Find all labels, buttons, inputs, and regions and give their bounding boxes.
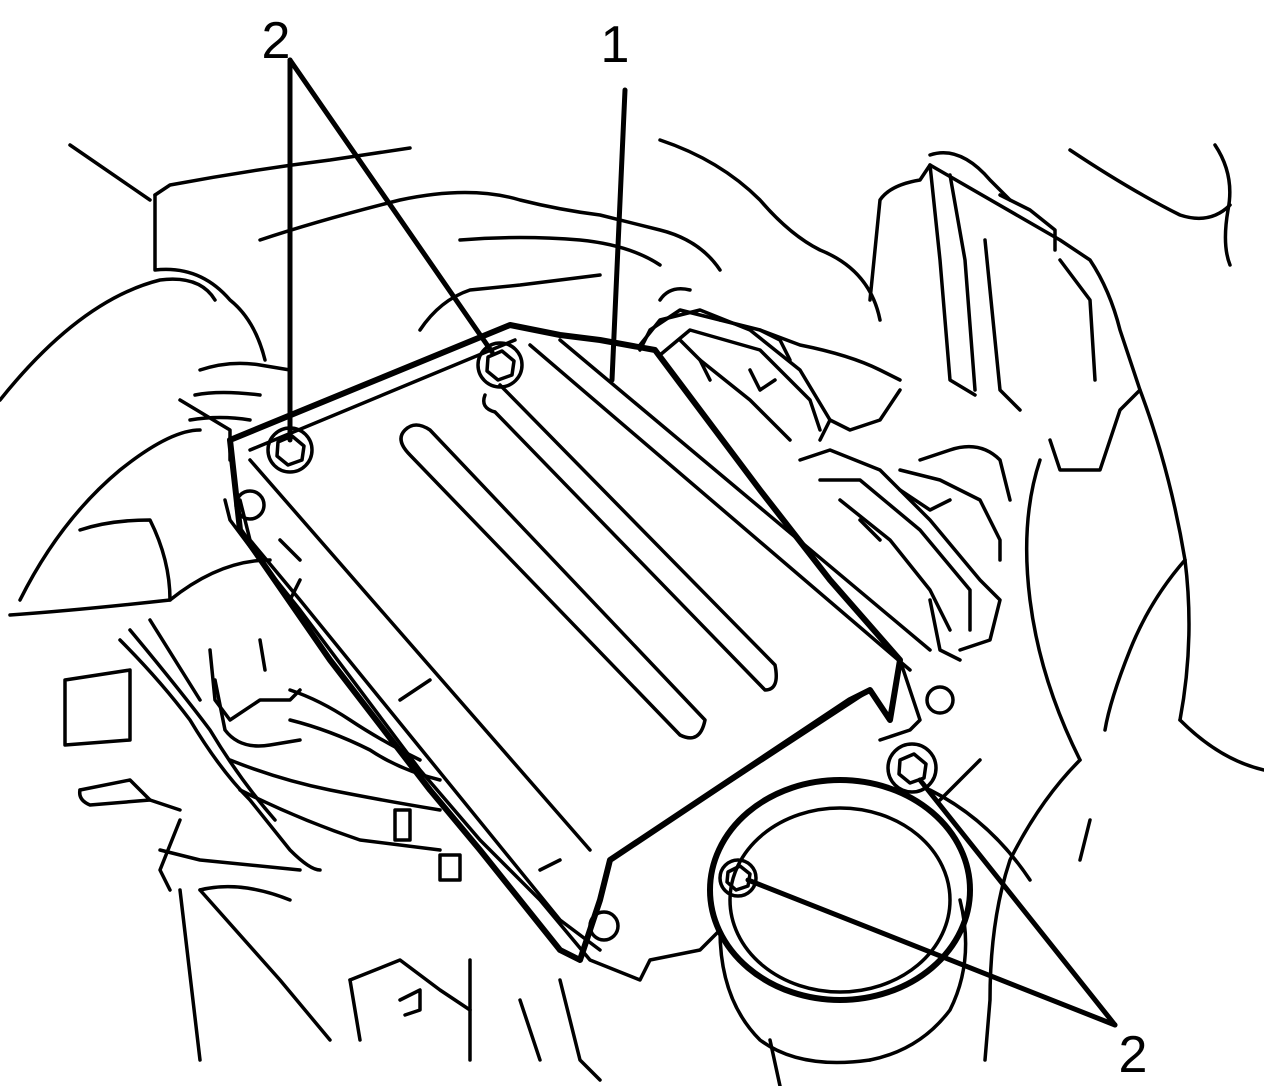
ecu-connector-lower — [798, 444, 1012, 662]
bolt-bottom-center — [718, 858, 758, 898]
ecu-connector-upper — [638, 308, 902, 442]
callout-label-part-2-top: 2 — [262, 12, 291, 70]
bolt-bottom-right — [886, 742, 938, 794]
surrounding-structure — [0, 138, 1264, 1062]
air-duct — [707, 758, 1032, 1086]
mounting-bracket-left — [178, 361, 955, 982]
callout-label-part-2-bottom: 2 — [1119, 1026, 1148, 1084]
wiring-harness-lower-left — [63, 618, 602, 1082]
bolt-top-center — [476, 341, 524, 389]
ecu-housing — [227, 308, 932, 963]
callout-label-part-1: 1 — [601, 16, 630, 74]
leader-lines — [287, 57, 1118, 1028]
